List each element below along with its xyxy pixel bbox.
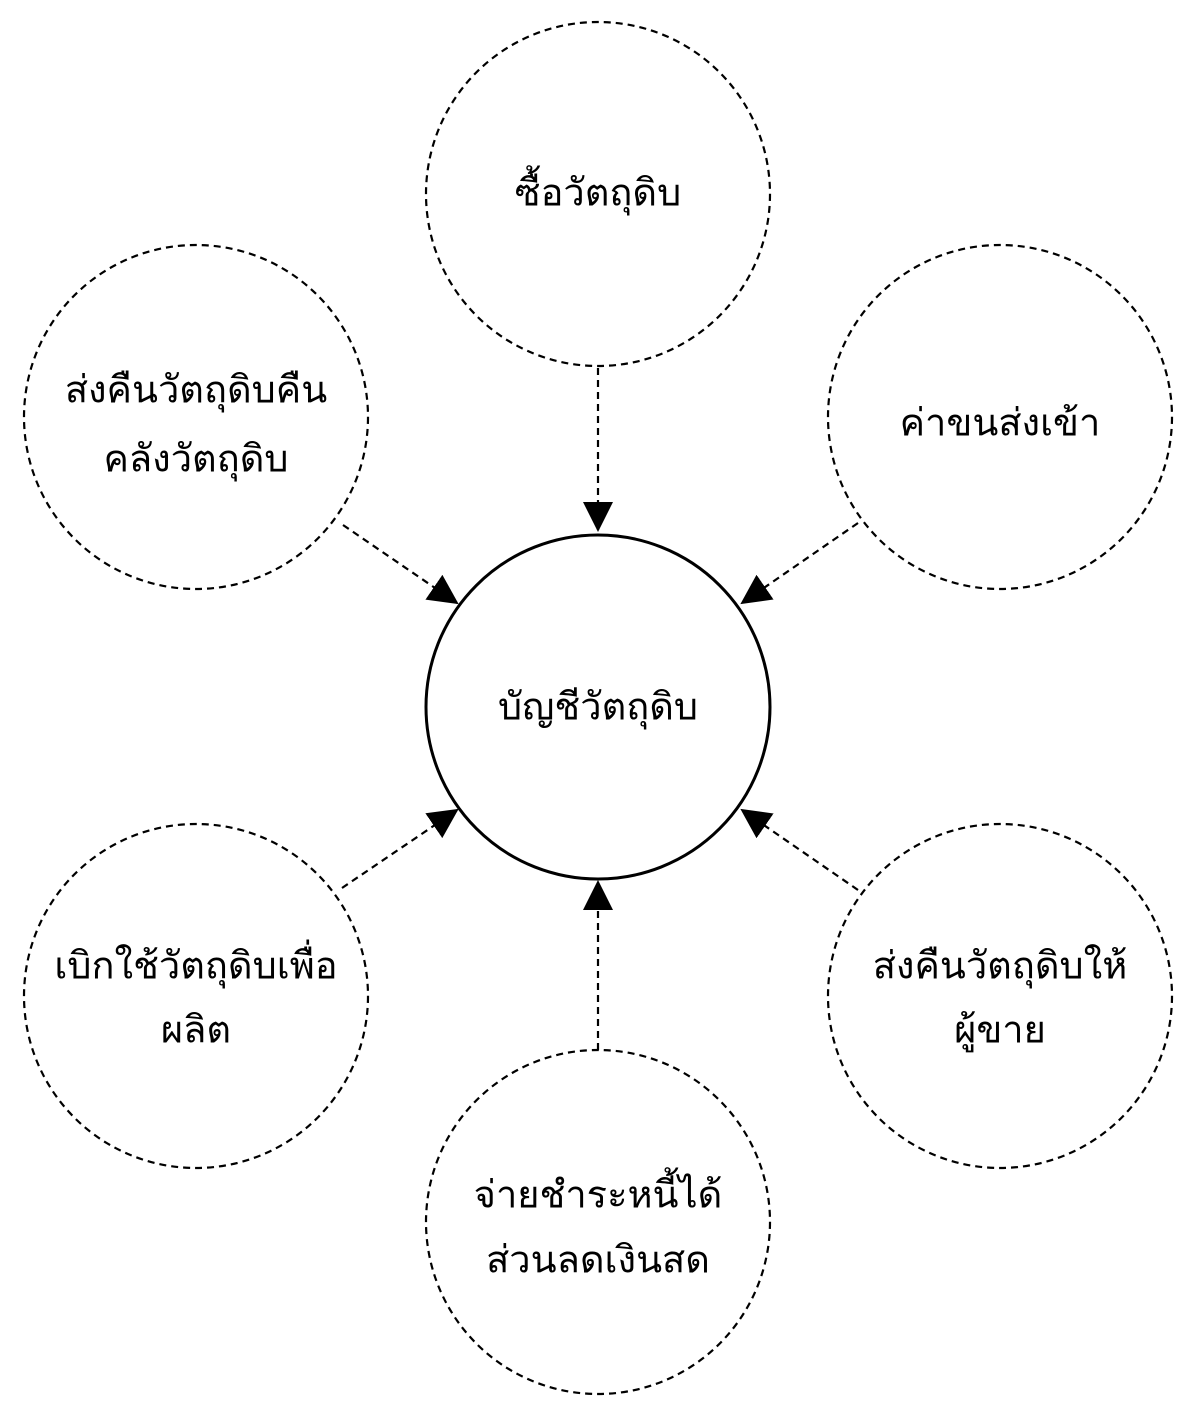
node-label-line-2: ส่วนลดเงินสด (486, 1238, 710, 1282)
node-circle (424, 1048, 772, 1396)
node-circle (826, 822, 1174, 1170)
node-label-line-2: ผู้ขาย (954, 1008, 1046, 1053)
node-payment-cash-discount: จ่ายชำระหนี้ได้ ส่วนลดเงินสด (424, 1048, 772, 1396)
node-buy-raw-materials: ซื้อวัตถุดิบ (424, 20, 772, 368)
node-requisition-for-production: เบิกใช้วัตถุดิบเพื่อ ผลิต (22, 822, 370, 1170)
edge-requisition-for-production (341, 808, 459, 889)
node-label-line-2: คลังวัตถุดิบ (103, 437, 288, 482)
edge-return-to-vendor (740, 808, 859, 891)
node-label-line-1: จ่ายชำระหนี้ได้ (474, 1167, 723, 1217)
center-circle (424, 533, 772, 881)
node-label-line-1: ค่าขนส่งเข้า (900, 401, 1101, 445)
edges (341, 368, 859, 1050)
node-label-line-1: ส่งคืนวัตถุดิบคืน (65, 368, 327, 413)
node-circle (22, 822, 370, 1170)
center-node: บัญชีวัตถุดิบ (424, 533, 772, 881)
node-circle (22, 243, 370, 591)
node-return-to-vendor: ส่งคืนวัตถุดิบให้ ผู้ขาย (826, 822, 1174, 1170)
node-return-to-warehouse: ส่งคืนวัตถุดิบคืน คลังวัตถุดิบ (22, 243, 370, 591)
edge-return-to-warehouse (342, 524, 459, 605)
node-label-line-1: เบิกใช้วัตถุดิบเพื่อ (54, 940, 337, 989)
center-label: บัญชีวัตถุดิบ (498, 685, 698, 730)
node-circle (424, 20, 772, 368)
node-label-line-1: ส่งคืนวัตถุดิบให้ (873, 944, 1128, 989)
edge-freight-in (740, 522, 859, 605)
node-label-line-2: ผลิต (161, 1008, 231, 1052)
node-circle (826, 243, 1174, 591)
node-freight-in: ค่าขนส่งเข้า (826, 243, 1174, 591)
node-label-line-1: ซื้อวัตถุดิบ (515, 165, 681, 216)
